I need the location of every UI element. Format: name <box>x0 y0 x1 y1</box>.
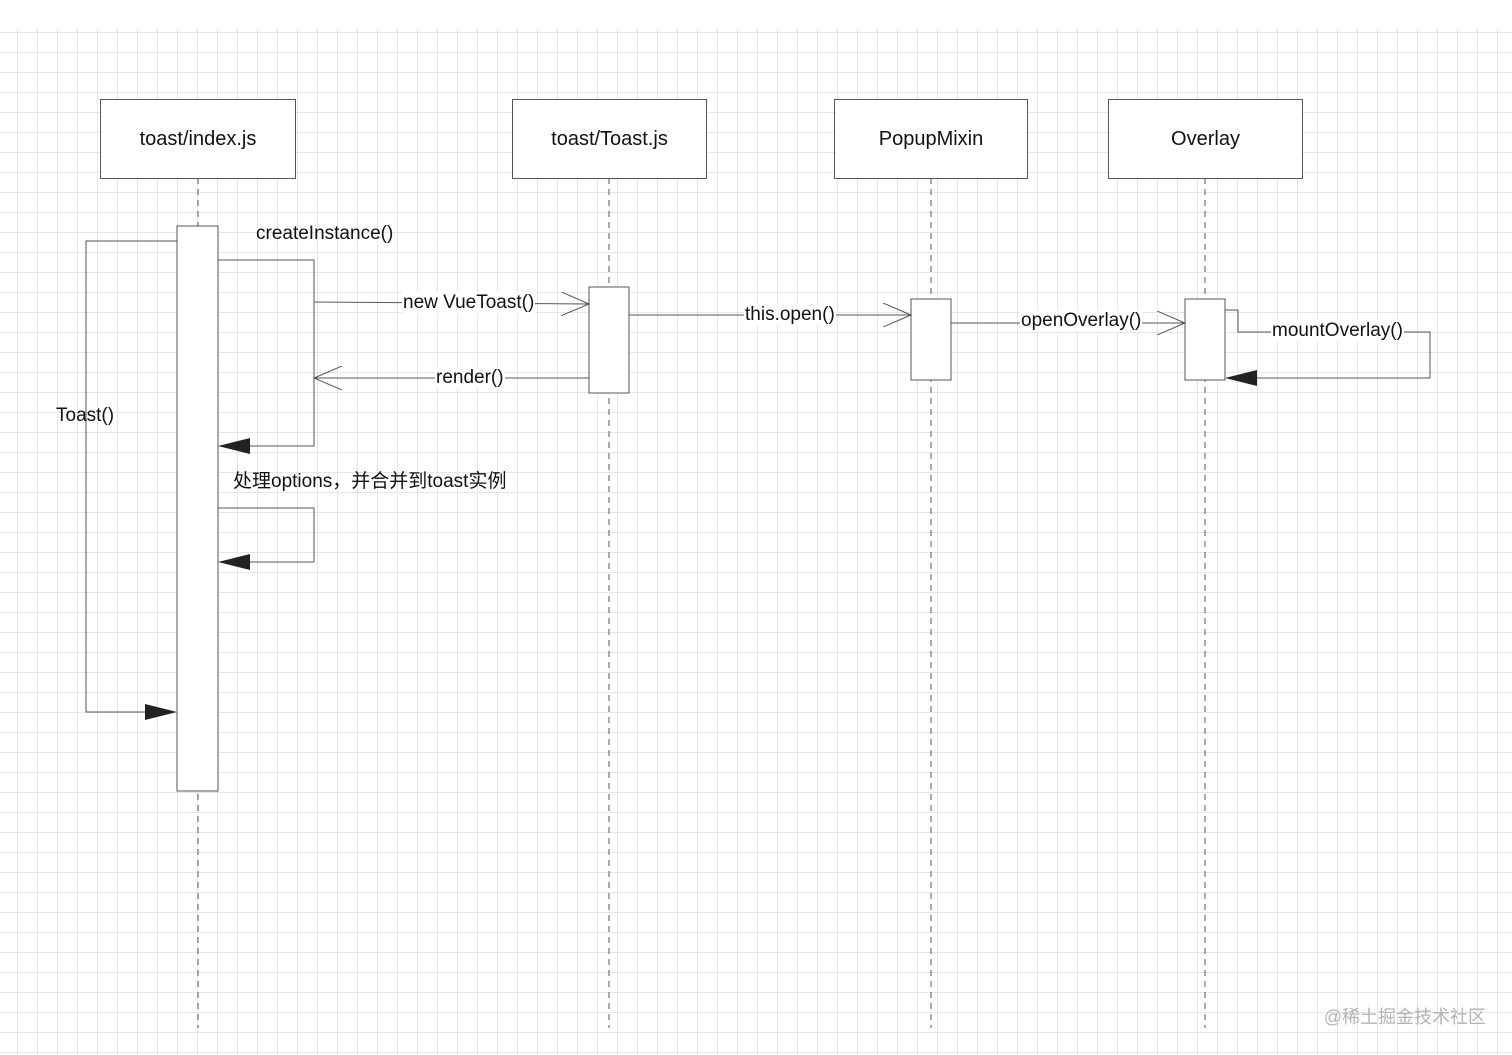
message-label-create-instance: createInstance() <box>256 223 394 244</box>
lifeline-title: toast/Toast.js <box>551 127 668 150</box>
create-instance-line <box>218 259 315 447</box>
activation-overlay <box>1184 298 1226 381</box>
toast-call-line <box>85 240 177 713</box>
lifeline-header-popupmixin: PopupMixin <box>834 99 1028 179</box>
message-label-render: render() <box>435 367 505 389</box>
activation-toastjs <box>588 286 630 394</box>
message-label-handle-options: 处理options，并合并到toast实例 <box>233 471 507 492</box>
lifeline-header-toastjs: toast/Toast.js <box>512 99 707 179</box>
lifeline-header-overlay: Overlay <box>1108 99 1303 179</box>
options-self-call-line <box>218 507 315 563</box>
canvas-top-margin <box>0 0 1512 28</box>
message-label-mount-overlay: mountOverlay() <box>1271 320 1404 342</box>
lifeline-title: Overlay <box>1171 127 1240 150</box>
activation-index <box>176 225 219 792</box>
create-instance-arrowhead <box>218 438 250 454</box>
message-label-new-vuetoast: new VueToast() <box>402 292 536 314</box>
options-self-call-arrowhead <box>218 554 250 570</box>
toast-call-arrowhead <box>145 704 177 720</box>
lifeline-title: PopupMixin <box>878 127 984 150</box>
mount-overlay-arrowhead <box>1225 370 1257 386</box>
message-label-open-overlay: openOverlay() <box>1020 310 1143 332</box>
message-label-toast-call: Toast() <box>56 405 115 426</box>
lifeline-header-index: toast/index.js <box>100 99 296 179</box>
watermark: @稀土掘金技术社区 <box>1323 1007 1486 1027</box>
message-label-this-open: this.open() <box>744 304 836 326</box>
activation-popup <box>910 298 952 381</box>
lifeline-title: toast/index.js <box>139 127 257 150</box>
